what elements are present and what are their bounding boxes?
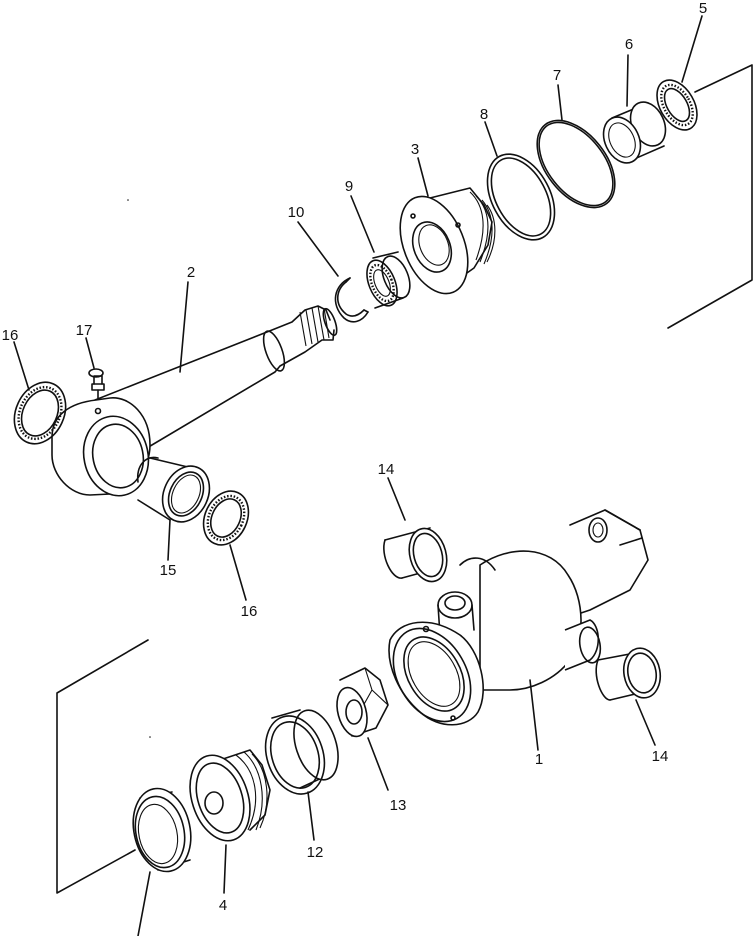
callout-5: 5 [699, 0, 707, 17]
callout-4: 4 [219, 897, 227, 914]
callout-labels: 5 6 7 8 3 9 10 2 16 17 15 16 14 1 14 13 … [2, 0, 708, 914]
callout-16-lower: 16 [241, 603, 258, 620]
leader-lines [13, 15, 703, 936]
callout-6: 6 [625, 36, 633, 53]
group-bracket-upper [667, 64, 753, 329]
callout-15: 15 [160, 562, 177, 579]
part-7-o-ring [536, 119, 616, 209]
callout-14-upper: 14 [378, 461, 395, 478]
group-bracket-lower [56, 639, 149, 894]
callout-14-lower: 14 [652, 748, 669, 765]
part-13-nut [336, 667, 389, 738]
callout-10: 10 [288, 204, 305, 221]
part-6-bushing [602, 101, 667, 164]
part-4-piston [189, 749, 271, 842]
callout-13: 13 [390, 797, 407, 814]
part-2-piston-rod [51, 305, 338, 497]
part-15-bushing [136, 456, 211, 523]
callout-17: 17 [76, 322, 93, 339]
callout-9: 9 [345, 178, 353, 195]
part-16-dust-seal-lower [202, 490, 250, 546]
part-10-snap-ring [334, 277, 369, 323]
part-17-grease-fitting [88, 368, 105, 399]
part-14-bushing-upper [383, 527, 448, 583]
part-14-bushing-lower [595, 647, 662, 701]
callout-2: 2 [187, 264, 195, 281]
part-9-rod-bearing [366, 251, 411, 309]
callout-8: 8 [480, 106, 488, 123]
callout-3: 3 [411, 141, 419, 158]
part-16-dust-seal-upper [13, 381, 67, 445]
part-12-piston-ring [264, 709, 339, 795]
callout-7: 7 [553, 67, 561, 84]
callout-16-upper: 16 [2, 327, 19, 344]
callout-12: 12 [307, 844, 324, 861]
part-1-cylinder-body [388, 509, 649, 726]
part-3-cylinder-head [399, 187, 496, 295]
lower-seal-ring [132, 787, 192, 873]
part-8-backup-ring [486, 153, 556, 241]
callout-1: 1 [535, 751, 543, 768]
